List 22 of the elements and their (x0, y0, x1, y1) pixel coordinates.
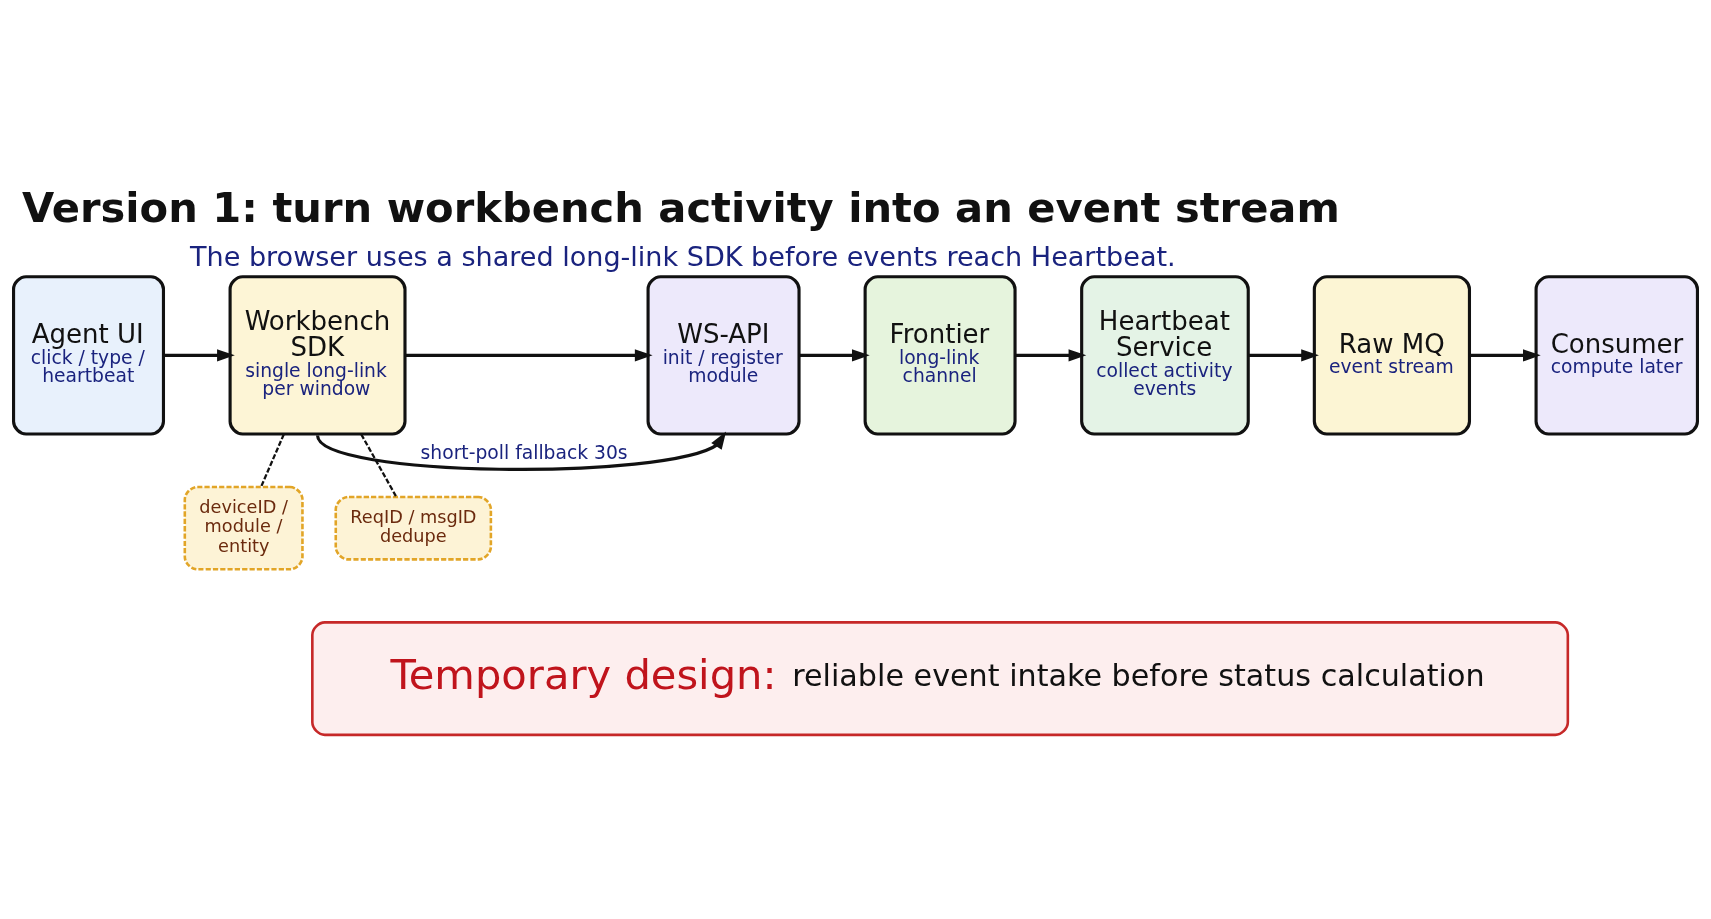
connector (360, 433, 398, 497)
arrow (1015, 348, 1087, 362)
arrow (316, 431, 727, 471)
arrow (1469, 348, 1541, 362)
node-box: Raw MQ event stream (1312, 274, 1471, 436)
arrow (163, 348, 235, 362)
node-box: deviceID / module / entity (183, 485, 304, 571)
arrow (1248, 348, 1319, 362)
arrow (405, 348, 653, 362)
node-box: Workbench SDK single long-link per window (228, 274, 407, 436)
node-box: WS-API init / register module (646, 274, 801, 436)
diagram-title: Version 1: turn workbench activity into an event stream (21, 182, 1340, 232)
connector (260, 433, 285, 487)
caption: The browser uses a shared long-link SDK before events reach Heartbeat. (190, 240, 1176, 272)
arrow (799, 348, 870, 362)
node-box: ReqID / msgID dedupe (334, 495, 493, 561)
edge-label: short-poll fallback 30s (420, 441, 628, 463)
node-box: Consumer compute later (1534, 274, 1699, 436)
node-box: Agent UI click / type / heartbeat (12, 274, 166, 436)
node-box: Heartbeat Service collect activity events (1080, 274, 1250, 436)
node-box: Temporary design: reliable event intake before status calculation (311, 620, 1570, 736)
node-box: Frontier long-link channel (863, 274, 1017, 436)
